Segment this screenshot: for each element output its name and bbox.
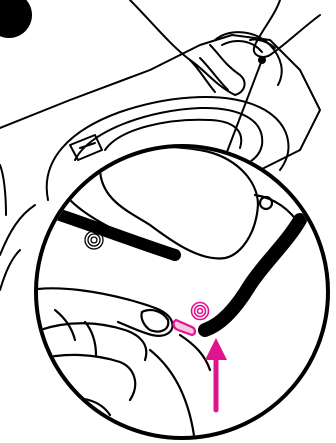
sleeve-line: [0, 280, 35, 325]
cloth-line-2: [0, 250, 20, 290]
side-clip: [70, 135, 102, 160]
detail-callout: [0, 144, 330, 443]
hand-top-right: [254, 0, 320, 57]
hand-top-left: [130, 0, 245, 95]
cloth-line-3: [0, 165, 6, 215]
leader-dot: [259, 57, 265, 63]
handle-outline: [215, 32, 282, 85]
